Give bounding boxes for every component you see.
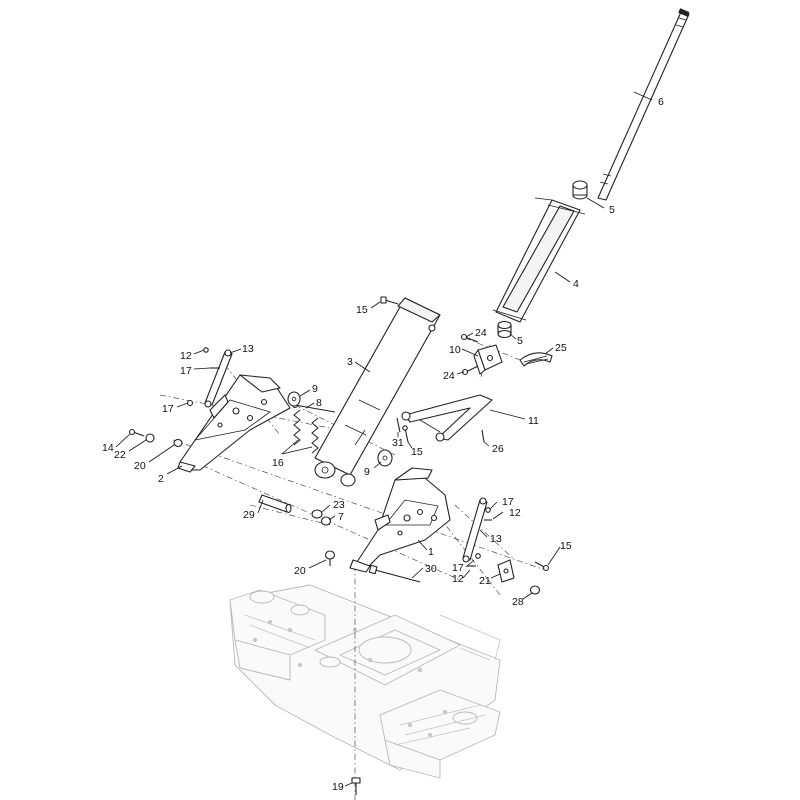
callout-22: 22 [114,449,126,461]
callout-13: 13 [490,533,502,545]
callout-15: 15 [356,304,368,316]
part-5-bushing-upper [572,180,588,200]
callout-11: 11 [528,415,539,427]
callout-2: 2 [158,473,164,485]
callout-7: 7 [338,511,344,523]
mower-deck-ghost [229,584,501,779]
part-4-steering-tube [492,197,586,323]
callout-labels: 6 5 4 15 24 5 25 10 24 3 12 13 17 9 8 17… [102,96,664,793]
callout-17: 17 [452,562,464,574]
callout-12: 12 [452,573,464,585]
callout-17: 17 [180,365,192,377]
part-25-grip [519,352,553,367]
callout-20: 20 [134,460,146,472]
part-13-link-left [204,349,233,408]
callout-28: 28 [512,596,524,608]
callout-21: 21 [479,575,491,587]
callout-17: 17 [162,403,174,415]
part-9-washer-upper [287,391,301,407]
callout-12: 12 [180,350,192,362]
callout-5: 5 [609,204,615,216]
part-5-bushing-lower [497,320,512,339]
part-6-steering-shaft [597,8,690,201]
part-3-console-arm [314,297,441,487]
callout-9: 9 [312,383,318,395]
part-10-block [473,344,503,375]
callout-1: 1 [428,546,434,558]
part-2-left-bracket [177,374,291,473]
callout-19: 19 [332,781,344,793]
callout-5: 5 [517,335,523,347]
callout-10: 10 [449,344,461,356]
part-11-u-handle [401,394,493,442]
callout-9: 9 [364,466,370,478]
hardware-small [128,296,550,795]
part-1-right-bracket [349,467,451,573]
callout-29: 29 [243,509,255,521]
callout-24: 24 [475,327,487,339]
part-30-bolt [368,564,421,583]
part-16-springs [293,409,319,454]
part-9-washer-lower [377,449,393,467]
callout-16: 16 [272,457,284,469]
part-13-link-right [462,497,488,563]
callout-20: 20 [294,565,306,577]
callout-24: 24 [443,370,455,382]
callout-3: 3 [347,356,353,368]
callout-23: 23 [333,499,345,511]
callout-15: 15 [560,540,572,552]
callout-30: 30 [425,563,437,575]
leader-lines [115,91,653,787]
callout-26: 26 [492,443,504,455]
callout-14: 14 [102,442,114,454]
callout-8: 8 [316,397,322,409]
callout-15: 15 [411,446,423,458]
part-29-spacer [258,494,292,514]
callout-4: 4 [573,278,579,290]
callout-17: 17 [502,496,514,508]
callout-13: 13 [242,343,254,355]
callout-31: 31 [392,437,404,449]
callout-6: 6 [658,96,664,108]
callout-12: 12 [509,507,521,519]
callout-25: 25 [555,342,567,354]
